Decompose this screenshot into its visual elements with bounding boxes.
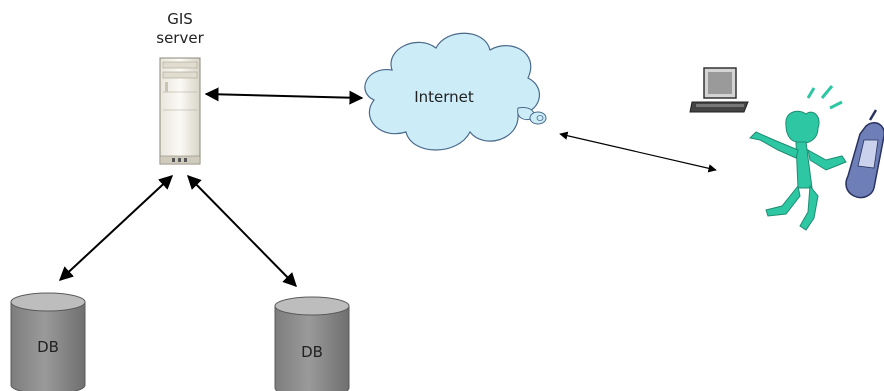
- server-icon: [159, 57, 201, 165]
- internet-client-arrow: [559, 131, 717, 173]
- server-db1-arrow: [58, 175, 174, 281]
- server-label-line1: GIS: [167, 10, 193, 28]
- db-label-2: DB: [301, 343, 323, 361]
- db-label-1: DB: [37, 338, 59, 356]
- cloud-label: Internet: [414, 88, 474, 106]
- connection-arrows: [58, 87, 717, 287]
- person-icon: [748, 85, 847, 231]
- server-internet-arrow: [204, 87, 364, 105]
- laptop-icon: [689, 67, 749, 113]
- server-db2-arrow: [187, 175, 297, 287]
- database-icon: [274, 296, 350, 391]
- database-icon: [10, 292, 86, 391]
- server-label-line2: server: [156, 29, 204, 47]
- cloud-icon: [364, 32, 547, 151]
- mobile-phone-icon: [845, 109, 884, 199]
